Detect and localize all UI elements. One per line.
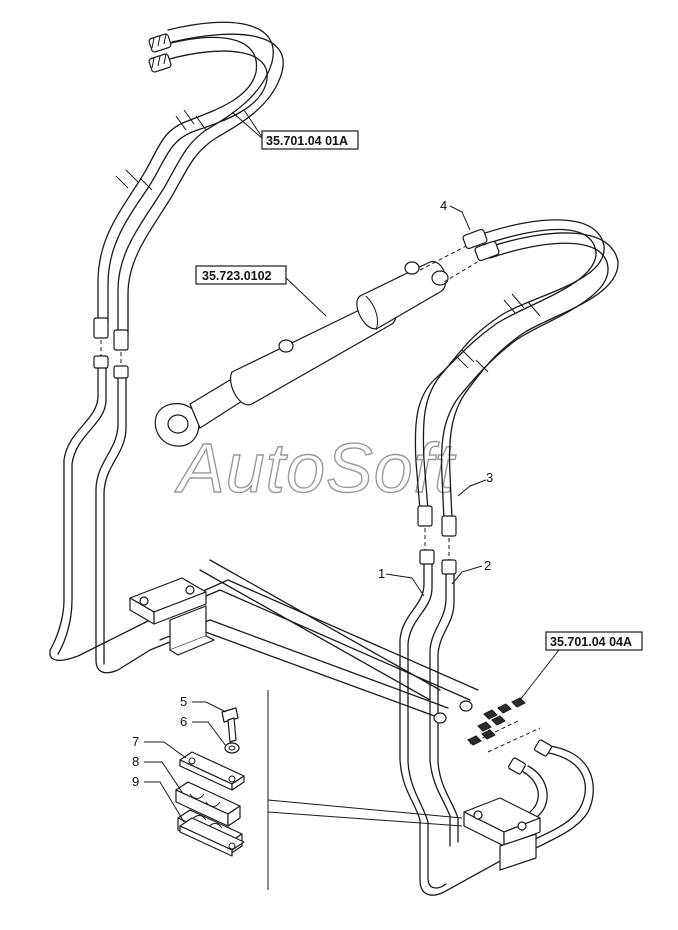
callout-6: 6 <box>180 714 227 747</box>
svg-text:7: 7 <box>132 734 139 749</box>
callout-1: 1 <box>378 566 425 597</box>
ref-valve-label: 35.701.04 04A <box>550 635 632 649</box>
svg-text:2: 2 <box>484 558 491 573</box>
svg-text:1: 1 <box>378 566 385 581</box>
valve-fittings <box>433 697 541 753</box>
watermark-text: AutoSoft <box>174 429 456 507</box>
hose-end-fitting-top-b <box>148 53 172 73</box>
ref-upper-hoses: 35.701.04 01A <box>231 109 359 150</box>
callout-5: 5 <box>180 694 227 713</box>
clamp-half-item-8 <box>175 781 241 827</box>
svg-text:9: 9 <box>132 774 139 789</box>
svg-text:4: 4 <box>440 198 447 213</box>
hose-end-fitting-item-4 <box>462 228 500 262</box>
right-hose-pair <box>414 219 619 560</box>
left-clamp-block <box>129 577 215 656</box>
washer-item-6 <box>224 742 240 754</box>
svg-text:6: 6 <box>180 714 187 729</box>
exploded-clamp-parts <box>175 690 463 890</box>
upper-hose-pair <box>93 21 284 379</box>
svg-text:8: 8 <box>132 754 139 769</box>
hose-end-fitting-top-a <box>148 33 172 53</box>
callout-7: 7 <box>132 734 187 759</box>
svg-text:3: 3 <box>486 470 493 485</box>
svg-text:5: 5 <box>180 694 187 709</box>
ref-cylinder: 35.723.0102 <box>195 265 327 317</box>
ref-valve: 35.701.04 04A <box>519 631 643 701</box>
ref-upper-hoses-label: 35.701.04 01A <box>266 134 348 148</box>
bolt-item-5 <box>221 707 239 743</box>
left-rigid-pipes <box>49 367 479 719</box>
hose-end-fitting-lower <box>93 317 129 379</box>
callout-2: 2 <box>451 558 491 585</box>
right-rigid-pipes <box>399 549 594 896</box>
right-clamp-block <box>463 797 541 871</box>
callout-8: 8 <box>132 754 183 793</box>
hydraulic-cylinder <box>154 243 485 447</box>
callout-4: 4 <box>440 198 471 231</box>
ref-cylinder-label: 35.723.0102 <box>202 269 272 283</box>
callout-3: 3 <box>457 470 493 497</box>
base-plate <box>179 817 245 857</box>
callout-9: 9 <box>132 774 185 823</box>
top-plate-item-7 <box>179 751 245 791</box>
